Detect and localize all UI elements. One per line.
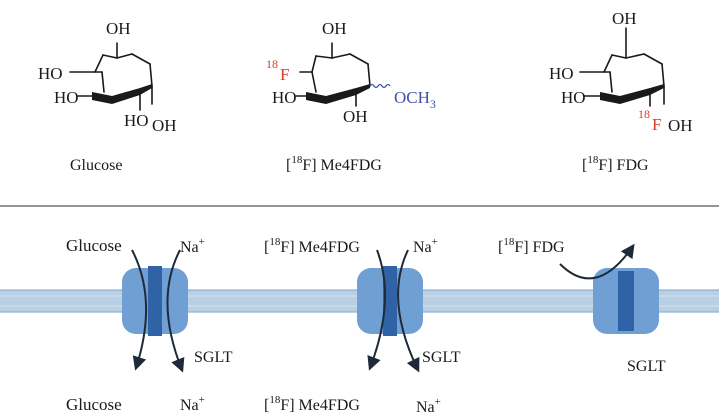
glucose-wedge-mid: [112, 88, 140, 104]
arrow-fdg-not-transported: [559, 243, 635, 280]
fdg-ho-lower: HO: [561, 88, 586, 107]
arrow-na-in-middle: [397, 249, 420, 373]
label-glucose-top: Glucose: [66, 236, 122, 255]
glucose-wedge-right: [140, 84, 152, 95]
arrow-glucose-in-left: [131, 249, 147, 371]
me4fdg-och3: OCH3: [394, 88, 436, 111]
fdg-ring: [579, 27, 665, 107]
me4fdg-name: [18F] Me4FDG: [286, 154, 382, 174]
sglt-transporter-right: [593, 268, 659, 334]
label-me4fdg-top: [18F] Me4FDG: [264, 236, 360, 256]
label-fdg-top: [18F] FDG: [498, 236, 565, 256]
fdg-oh-top: OH: [612, 9, 637, 28]
me4fdg-ring: [295, 42, 371, 107]
glucose-wedge-left: [92, 92, 112, 104]
fdg-wedge-mid: [620, 88, 650, 104]
glucose-ho-lower: HO: [54, 88, 79, 107]
fdg-f-sup: 18: [638, 107, 650, 121]
label-na-bottom-left: Na+: [180, 394, 205, 414]
me4fdg-structure: OH 18 F HO OH OCH3 [18F] Me4FDG: [266, 19, 436, 174]
label-sglt-left: SGLT: [194, 349, 233, 366]
fdg-ho-upper: HO: [549, 64, 574, 83]
label-na-bottom-middle: Na+: [416, 396, 441, 416]
fdg-oh-right: OH: [668, 116, 693, 135]
label-glucose-bottom: Glucose: [66, 395, 122, 414]
label-me4fdg-bottom: [18F] Me4FDG: [264, 394, 360, 414]
fdg-structure: OH HO HO 18 F OH [18F] FDG: [549, 9, 693, 174]
glucose-name: Glucose: [70, 157, 122, 174]
label-sglt-middle: SGLT: [422, 349, 461, 366]
me4fdg-wavy-bond: [369, 83, 391, 89]
fdg-wedge-right: [650, 84, 664, 95]
me4fdg-oh-top: OH: [322, 19, 347, 38]
glucose-ho-bottom: HO: [124, 111, 149, 130]
me4fdg-wedge-right: [356, 84, 370, 95]
me4fdg-ho: HO: [272, 88, 297, 107]
me4fdg-f-sup: 18: [266, 57, 278, 71]
me4fdg-wedge-mid: [326, 88, 356, 104]
label-sglt-right: SGLT: [627, 358, 666, 375]
glucose-structure: OH HO HO HO OH Glucose: [38, 19, 177, 174]
glucose-ho-upper: HO: [38, 64, 63, 83]
label-na-top-middle: Na+: [413, 236, 438, 256]
sglt-transporter-left: [122, 266, 188, 336]
arrow-me4fdg-in: [367, 249, 387, 371]
label-na-top-left: Na+: [180, 236, 205, 256]
arrow-na-in-left: [166, 249, 185, 373]
me4fdg-f: F: [280, 65, 289, 84]
glucose-oh-top: OH: [106, 19, 131, 38]
fdg-wedge-left: [600, 92, 620, 104]
fdg-f: F: [652, 115, 661, 134]
me4fdg-wedge-left: [306, 92, 326, 104]
sglt-transporter-middle: [357, 266, 423, 336]
fdg-name: [18F] FDG: [582, 154, 649, 174]
me4fdg-oh-bottom: OH: [343, 107, 368, 126]
glucose-oh-right: OH: [152, 116, 177, 135]
